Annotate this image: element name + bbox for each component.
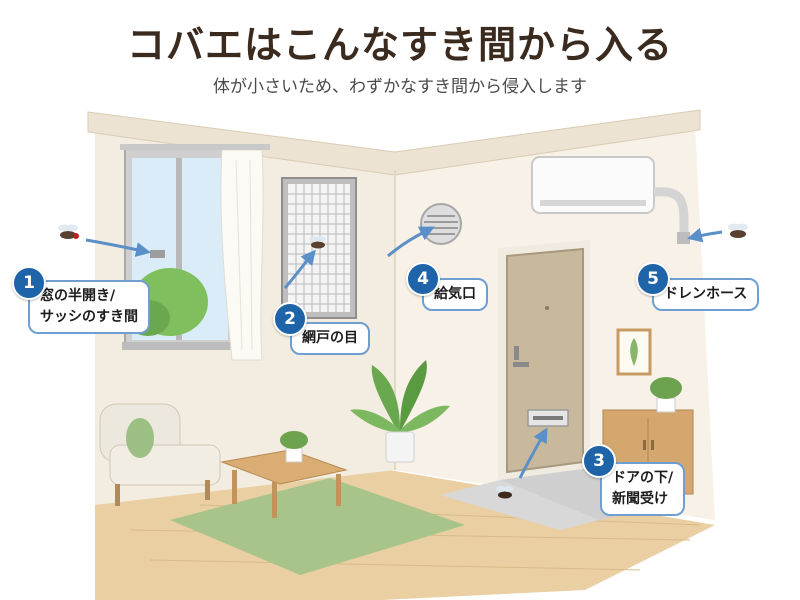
callout-drain-hose: ドレンホース <box>652 278 760 311</box>
rug <box>170 478 465 575</box>
entry-tiles <box>440 480 600 530</box>
arrow-icon <box>85 226 723 479</box>
page-subtitle: 体が小さいため、わずかなすき間から侵入します <box>213 77 587 97</box>
badge-2: 2 <box>273 302 307 336</box>
fly-icon <box>309 236 326 249</box>
door <box>498 240 590 480</box>
callout-door-bottom: ドアの下/ 新聞受け <box>600 462 686 516</box>
sofa <box>99 403 221 506</box>
callout-line: ドレンホース <box>664 286 748 302</box>
fly-icon <box>728 223 748 238</box>
page-title: コバエはこんなすき間から入る <box>126 23 673 67</box>
callout-line: 給気口 <box>434 286 476 302</box>
table <box>220 431 348 518</box>
air-conditioner <box>531 156 690 244</box>
badge-1: 1 <box>12 266 46 300</box>
vent <box>420 203 462 245</box>
fly-icon <box>496 486 513 499</box>
callout-line: サッシのすき間 <box>40 309 138 325</box>
callout-line: 窓の半開き/ <box>40 288 116 304</box>
badge-4: 4 <box>406 262 440 296</box>
picture-frame <box>616 328 652 376</box>
curtain <box>120 144 270 361</box>
plant <box>350 360 450 463</box>
callout-line: ドアの下/ <box>612 470 674 486</box>
ceiling-trim <box>87 109 701 176</box>
badge-3: 3 <box>582 444 616 478</box>
callout-line: 網戸の目 <box>302 330 358 346</box>
fly-icon <box>58 224 79 239</box>
callout-line: 新聞受け <box>612 491 668 507</box>
callout-window-gap: 窓の半開き/ サッシのすき間 <box>28 280 150 334</box>
badge-5: 5 <box>636 262 670 296</box>
